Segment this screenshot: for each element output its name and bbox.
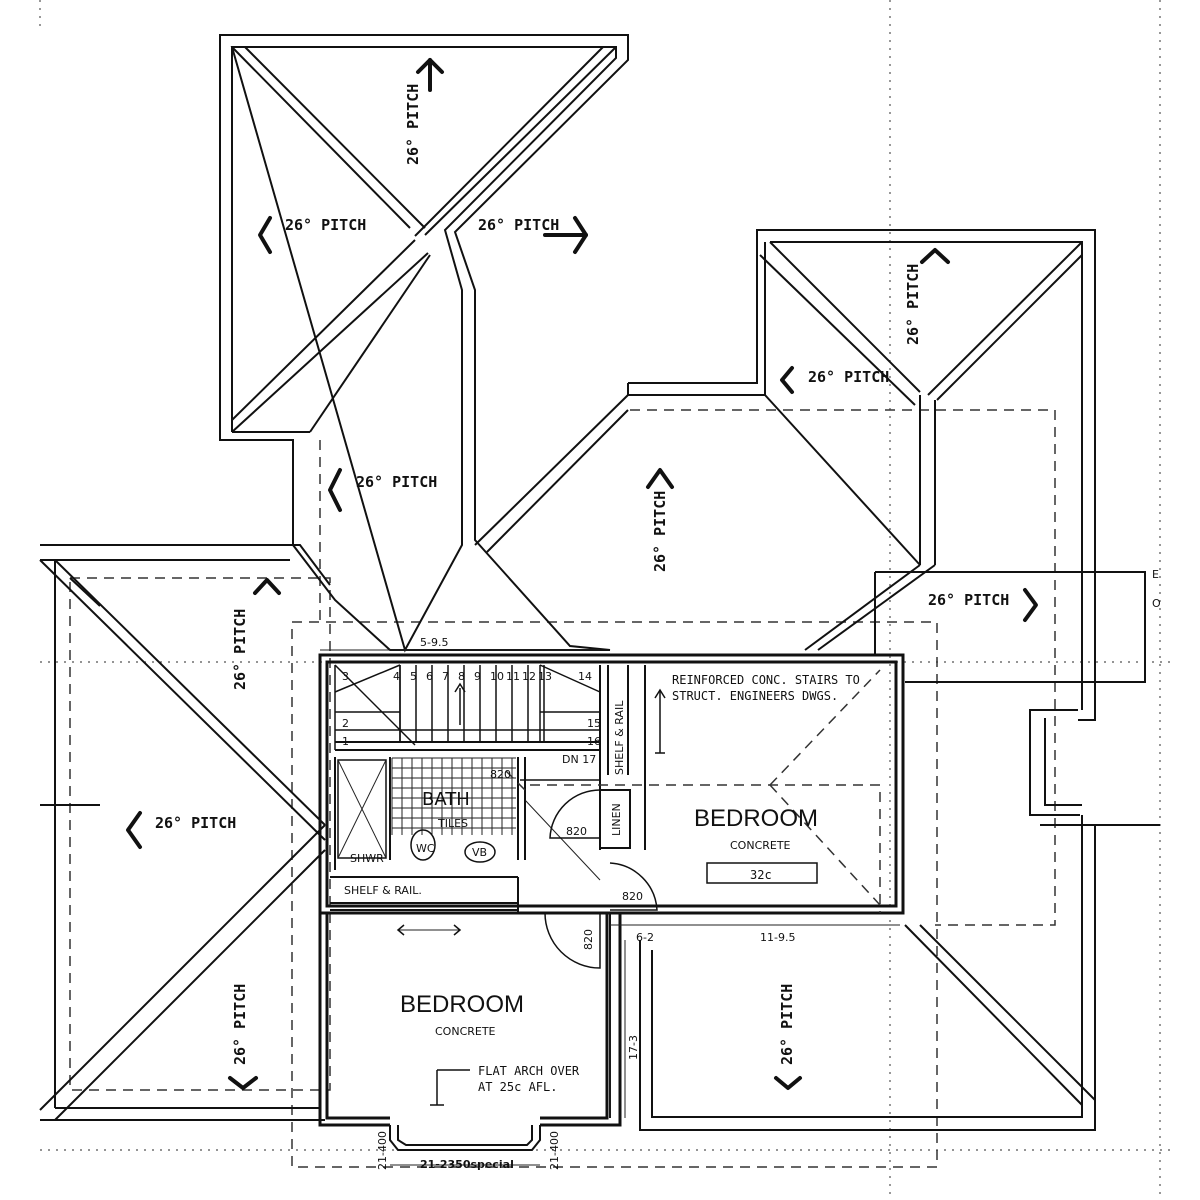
misc-labels: SHELF & RAIL SHELF & RAIL. LINEN FLAT AR… xyxy=(344,700,626,1094)
edge-letter: E xyxy=(1152,568,1159,581)
pitch-arrows xyxy=(126,58,1038,1090)
pitch-label: 26° PITCH xyxy=(778,984,796,1065)
pitch-label: 26° PITCH xyxy=(231,609,249,690)
pitch-label: 26° PITCH xyxy=(478,216,559,234)
stair-tread-number: 5 xyxy=(410,670,417,683)
stair-labels: REINFORCED CONC. STAIRS TO STRUCT. ENGIN… xyxy=(672,673,860,703)
dim-bottom-right: 21-400 xyxy=(548,1131,561,1170)
dim-bottom-mid: 21-2350special xyxy=(420,1158,514,1171)
pitch-label: 26° PITCH xyxy=(808,368,889,386)
pitch-label: 26° PITCH xyxy=(231,984,249,1065)
stair-tread-number: 16 xyxy=(587,735,601,748)
stair-tread-number: 15 xyxy=(587,717,601,730)
room-labels: BEDROOM CONCRETE 32c BEDROOM CONCRETE BA… xyxy=(350,789,818,1038)
stair-note-line-1: REINFORCED CONC. STAIRS TO xyxy=(672,673,860,687)
bath-finish: TILES xyxy=(437,817,468,830)
pitch-labels: 26° PITCH 26° PITCH 26° PITCH 26° PITCH … xyxy=(155,84,1009,1065)
reference-grid xyxy=(39,0,1170,1200)
dimension-lines xyxy=(320,649,900,1166)
stair-tread-number: 7 xyxy=(442,670,449,683)
door-width: 820 xyxy=(566,825,587,838)
edge-text: E O xyxy=(1152,568,1161,610)
arch-note-line-2: AT 25c AFL. xyxy=(478,1080,557,1094)
bedroom-right-name: BEDROOM xyxy=(694,805,818,832)
pitch-label: 26° PITCH xyxy=(285,216,366,234)
bedroom-left-finish: CONCRETE xyxy=(435,1025,496,1038)
stair-tread-number: 12 xyxy=(522,670,536,683)
dashed-outlines xyxy=(69,409,1056,1168)
bedroom-right-diagonals xyxy=(504,669,881,913)
door-swings xyxy=(524,770,658,969)
bedroom-right-box-label: 32c xyxy=(750,868,772,882)
dim-bottom-left: 21-400 xyxy=(376,1131,389,1170)
pitch-label: 26° PITCH xyxy=(356,473,437,491)
pitch-label: 26° PITCH xyxy=(928,591,1009,609)
stair-tread-number: 13 xyxy=(538,670,552,683)
dim-mid-right: 11-9.5 xyxy=(760,931,795,944)
bedroom-left-name: BEDROOM xyxy=(400,991,524,1018)
edge-letter: O xyxy=(1152,597,1161,610)
linen-label: LINEN xyxy=(610,803,623,836)
stair-tread-number: 6 xyxy=(426,670,433,683)
door-width: 820 xyxy=(582,929,595,950)
pitch-label: 26° PITCH xyxy=(904,264,922,345)
bath-fixtures xyxy=(337,757,601,881)
vb-label: VB xyxy=(472,846,487,859)
stair-tread-number: 11 xyxy=(506,670,520,683)
stair-tread-number: 14 xyxy=(578,670,592,683)
dim-vertical: 17-3 xyxy=(627,1035,640,1060)
stair-tread-number: DN 17 xyxy=(562,753,596,766)
stair-tread-number: 8 xyxy=(458,670,465,683)
pitch-label: 26° PITCH xyxy=(155,814,236,832)
door-labels: 820 820 820 820 xyxy=(490,768,643,950)
shelf-rail-horizontal: SHELF & RAIL. xyxy=(344,884,422,897)
arch-note-line-1: FLAT ARCH OVER xyxy=(478,1064,580,1078)
wc-label: WC xyxy=(416,842,435,855)
stair-tread-number: 4 xyxy=(393,670,400,683)
dim-top: 5-9.5 xyxy=(420,636,448,649)
door-width: 820 xyxy=(622,890,643,903)
shelf-rail-vertical: SHELF & RAIL xyxy=(613,700,626,775)
pitch-label: 26° PITCH xyxy=(404,84,422,165)
stair-tread-number: 10 xyxy=(490,670,504,683)
bedroom-right-finish: CONCRETE xyxy=(730,839,791,852)
stair-tread-number: 9 xyxy=(474,670,481,683)
roof-outline xyxy=(39,34,1160,1131)
stair-tread-number: 1 xyxy=(342,735,349,748)
bath-name: BATH xyxy=(422,789,470,810)
shower-label: SHWR xyxy=(350,852,384,865)
pitch-label: 26° PITCH xyxy=(651,491,669,572)
stair-note-line-2: STRUCT. ENGINEERS DWGS. xyxy=(672,689,838,703)
door-width: 820 xyxy=(490,768,511,781)
dim-mid-left: 6-2 xyxy=(636,931,654,944)
dimension-labels: 5-9.5 6-2 11-9.5 17-3 21-400 21-2350spec… xyxy=(376,636,795,1171)
stair-tread-number: 2 xyxy=(342,717,349,730)
